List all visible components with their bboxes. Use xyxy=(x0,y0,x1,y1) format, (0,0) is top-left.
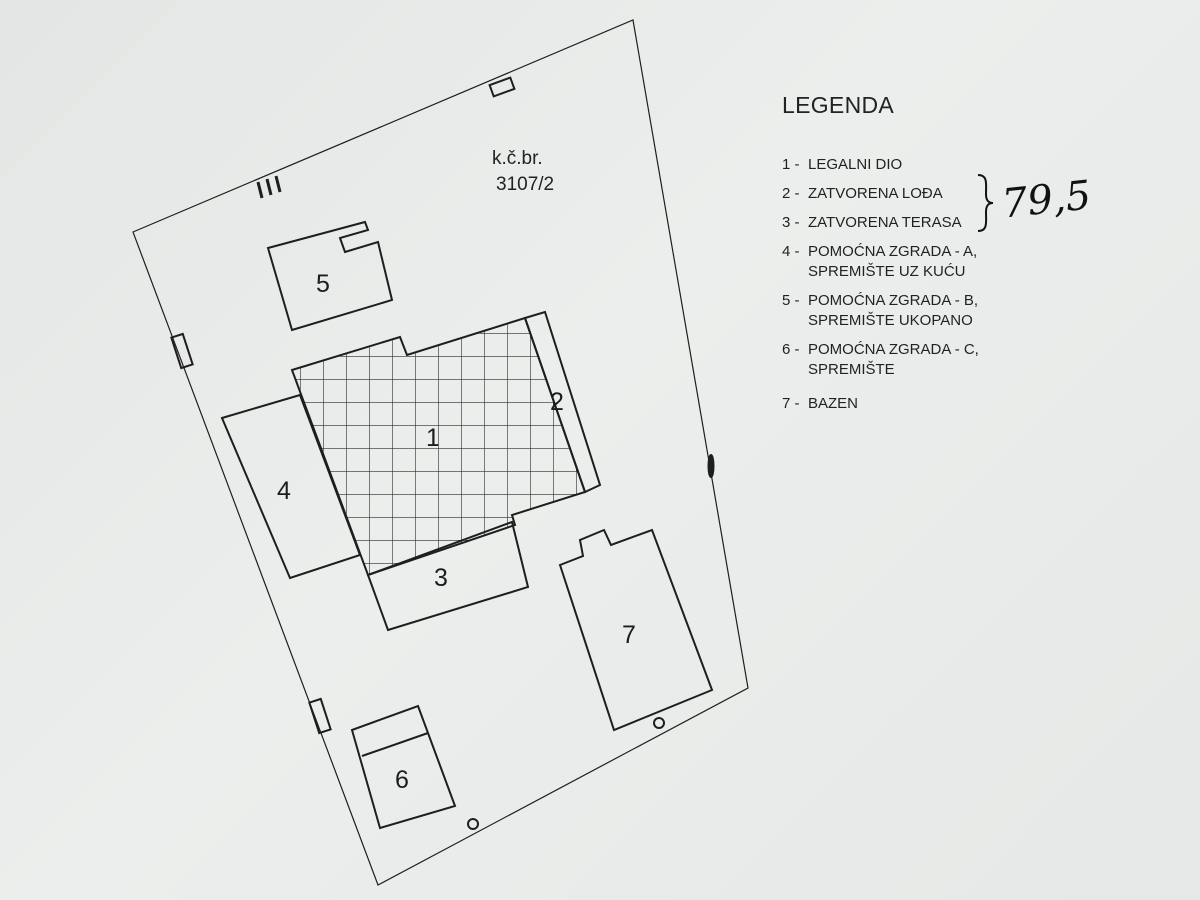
building-7 xyxy=(558,528,714,732)
legend-text-cont: SPREMIŠTE UZ KUĆU xyxy=(808,263,966,280)
marker-circle xyxy=(467,818,479,830)
legend-num: 7 - xyxy=(782,395,800,412)
legend-text: BAZEN xyxy=(808,395,859,412)
legend-item: 5 - POMOĆNA ZGRADA - B, SPREMIŠTE UKOPANO xyxy=(782,291,979,331)
legend-text: ZATVORENA LOĐA xyxy=(808,185,943,202)
legend-text: LEGALNI DIO xyxy=(808,156,903,173)
legend-item: 7 - BAZEN xyxy=(782,394,979,414)
legend-num: 6 - xyxy=(782,341,800,358)
building-label-3: 3 xyxy=(434,564,448,592)
marker-rect-top xyxy=(488,76,516,98)
legend-text: POMOĆNA ZGRADA - C, xyxy=(808,341,979,358)
building-label-4: 4 xyxy=(277,477,291,505)
legend-num: 4 - xyxy=(782,243,800,260)
parcel-number: k.č.br. 3107/2 xyxy=(492,146,554,198)
legend-item: 4 - POMOĆNA ZGRADA - A, SPREMIŠTE UZ KUĆU xyxy=(782,242,979,282)
legend-num: 5 - xyxy=(782,292,800,309)
building-1 xyxy=(290,316,587,577)
marker-rect-left xyxy=(170,332,194,370)
legend-item: 3 - ZATVORENA TERASA xyxy=(782,213,979,233)
legend-num: 3 - xyxy=(782,214,800,231)
building-label-7: 7 xyxy=(622,621,636,649)
legend-title: LEGENDA xyxy=(782,92,895,118)
building-6 xyxy=(350,704,457,830)
legend: LEGENDA 1 - LEGALNI DIO 2 - ZATVORENA LOĐA… xyxy=(782,92,979,423)
brace-icon xyxy=(977,174,994,232)
marker-lines xyxy=(256,175,282,199)
handwritten-area: 79,5 xyxy=(999,172,1094,228)
parcel-value: 3107/2 xyxy=(496,174,555,195)
marker-circle xyxy=(653,717,665,729)
legend-num: 1 - xyxy=(782,156,800,173)
parcel-label: k.č.br. xyxy=(492,148,543,169)
legend-text-cont: SPREMIŠTE xyxy=(808,361,895,378)
marker-rect-bottom xyxy=(308,697,332,735)
building-3 xyxy=(366,520,530,632)
legend-text-cont: SPREMIŠTE UKOPANO xyxy=(808,312,973,329)
building-label-5: 5 xyxy=(316,270,330,298)
legend-text: POMOĆNA ZGRADA - A, xyxy=(808,243,978,260)
legend-item: 1 - LEGALNI DIO xyxy=(782,155,979,175)
legend-item: 6 - POMOĆNA ZGRADA - C, SPREMIŠTE xyxy=(782,340,979,380)
parcel-boundary xyxy=(132,19,749,886)
legend-text: ZATVORENA TERASA xyxy=(808,214,962,231)
legend-text: POMOĆNA ZGRADA - B, xyxy=(808,292,979,309)
building-5 xyxy=(266,220,394,332)
building-label-2: 2 xyxy=(550,388,564,416)
legend-item: 2 - ZATVORENA LOĐA xyxy=(782,184,979,204)
legend-num: 2 - xyxy=(782,185,800,202)
building-label-6: 6 xyxy=(395,766,409,794)
building-label-1: 1 xyxy=(426,424,440,452)
